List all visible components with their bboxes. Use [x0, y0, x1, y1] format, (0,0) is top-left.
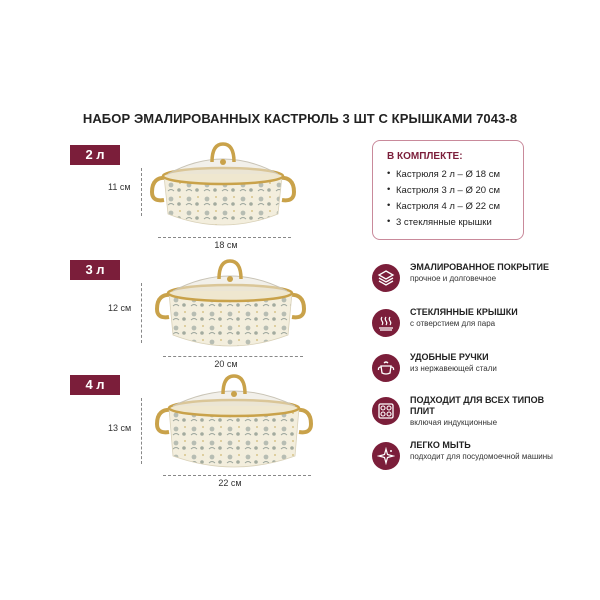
feature-title: СТЕКЛЯННЫЕ КРЫШКИ [410, 307, 518, 317]
width-label-4l: 22 см [218, 478, 242, 488]
width-line-2l [158, 237, 291, 238]
height-label-2l: 11 см [108, 182, 131, 192]
feature-subtitle: из нержавеющей стали [410, 364, 497, 373]
feature-title: УДОБНЫЕ РУЧКИ [410, 352, 489, 362]
height-line-4l [141, 398, 142, 464]
feature-glass-lids: СТЕКЛЯННЫЕ КРЫШКИ с отверстием для пара [372, 307, 572, 347]
feature-easy-clean: ЛЕГКО МЫТЬ подходит для посудомоечной ма… [372, 440, 572, 480]
kit-item: Кастрюля 4 л – Ø 22 см [387, 200, 513, 212]
height-label-4l: 13 см [108, 423, 132, 433]
kit-item: 3 стеклянные крышки [387, 216, 513, 228]
kit-list: Кастрюля 2 л – Ø 18 см Кастрюля 3 л – Ø … [387, 168, 513, 228]
width-label-2l: 18 см [214, 240, 238, 250]
width-line-3l [163, 356, 303, 357]
glass-lid-steam-icon [372, 309, 400, 337]
enamel-layers-icon [372, 264, 400, 292]
feature-handles: УДОБНЫЕ РУЧКИ из нержавеющей стали [372, 352, 572, 392]
height-line-3l [141, 283, 142, 343]
kit-title: В КОМПЛЕКТЕ: [387, 151, 463, 162]
page-title: НАБОР ЭМАЛИРОВАННЫХ КАСТРЮЛЬ 3 ШТ С КРЫШ… [82, 111, 518, 126]
feature-cooktops: ПОДХОДИТ ДЛЯ ВСЕХ ТИПОВ ПЛИТ включая инд… [372, 395, 572, 435]
feature-title: ПОДХОДИТ ДЛЯ ВСЕХ ТИПОВ ПЛИТ [410, 395, 545, 416]
kit-item: Кастрюля 2 л – Ø 18 см [387, 168, 513, 180]
size-badge-2l: 2 л [70, 145, 120, 165]
pot-3l-image [154, 259, 307, 347]
feature-subtitle: включая индукционные [410, 418, 498, 427]
kit-contents-box: В КОМПЛЕКТЕ: Кастрюля 2 л – Ø 18 см Каст… [372, 140, 524, 240]
sparkle-clean-icon [372, 442, 400, 470]
feature-subtitle: прочное и долговечное [410, 274, 497, 283]
width-label-3l: 20 см [214, 359, 238, 369]
feature-title: ЛЕГКО МЫТЬ [410, 440, 471, 450]
width-line-4l [163, 475, 311, 476]
pot-2l-image [149, 142, 297, 226]
feature-subtitle: подходит для посудомоечной машины [410, 452, 553, 461]
pot-handles-icon [372, 354, 400, 382]
feature-subtitle: с отверстием для пара [410, 319, 496, 328]
size-badge-3l: 3 л [70, 260, 120, 280]
height-line-2l [141, 168, 142, 216]
feature-enamel: ЭМАЛИРОВАННОЕ ПОКРЫТИЕ прочное и долгове… [372, 262, 572, 302]
kit-item: Кастрюля 3 л – Ø 20 см [387, 184, 513, 196]
cooktop-icon [372, 397, 400, 425]
pot-4l-image [154, 374, 314, 468]
feature-title: ЭМАЛИРОВАННОЕ ПОКРЫТИЕ [410, 262, 549, 272]
size-badge-4l: 4 л [70, 375, 120, 395]
height-label-3l: 12 см [108, 303, 132, 313]
